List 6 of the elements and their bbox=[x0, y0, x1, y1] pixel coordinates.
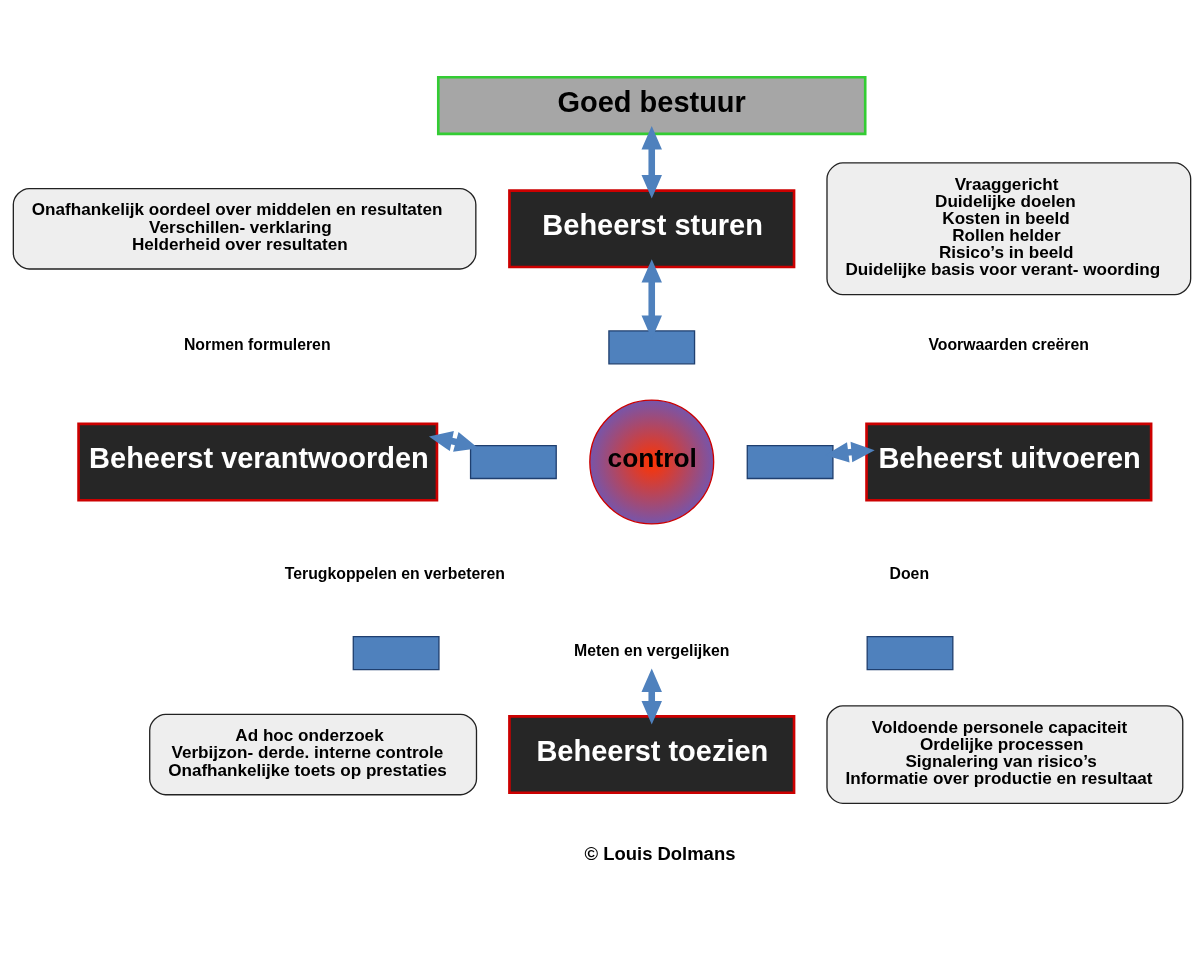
node-text: Meten en vergelijken bbox=[574, 641, 730, 659]
label: Doen bbox=[889, 564, 930, 582]
label: Terugkoppelen en verbeteren bbox=[284, 564, 505, 582]
label: Normen formuleren bbox=[183, 335, 331, 353]
label: © Louis Dolmans bbox=[584, 842, 736, 864]
label: Voorwaarden creëren bbox=[928, 335, 1089, 353]
